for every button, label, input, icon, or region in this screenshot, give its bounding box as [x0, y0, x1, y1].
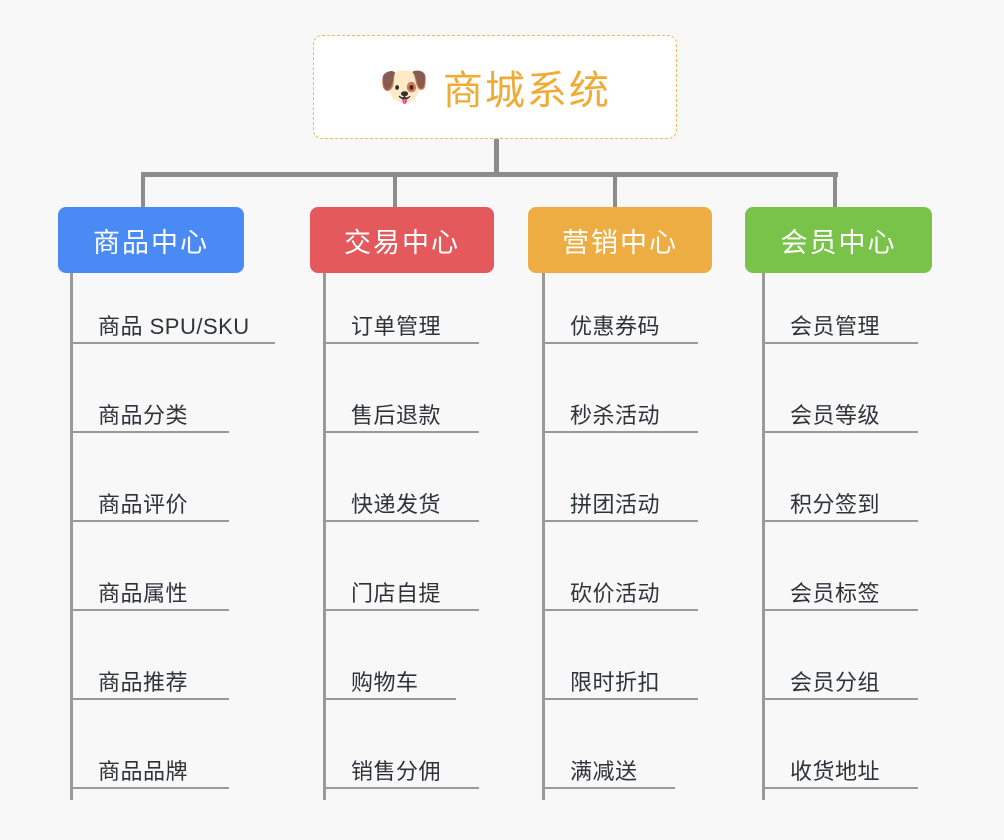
leaf-label: 满减送: [570, 758, 638, 784]
connector-horizontal-bus: [141, 172, 838, 177]
leaf-item[interactable]: 商品评价: [70, 466, 229, 522]
leaf-item[interactable]: 收货地址: [762, 733, 918, 789]
leaf-label: 订单管理: [351, 313, 442, 339]
column-spine-member: [762, 273, 765, 800]
leaf-label: 会员等级: [790, 402, 881, 428]
leaf-label: 销售分佣: [351, 758, 442, 784]
leaf-label: 会员分组: [790, 669, 881, 695]
column-header-label: 会员中心: [780, 227, 897, 258]
leaf-item[interactable]: 订单管理: [323, 288, 479, 344]
leaf-item[interactable]: 积分签到: [762, 466, 918, 522]
leaf-label: 砍价活动: [570, 580, 661, 606]
leaf-item[interactable]: 购物车: [323, 644, 456, 700]
leaf-label: 会员标签: [790, 580, 881, 606]
column-spine-marketing: [542, 273, 545, 800]
leaf-item[interactable]: 商品品牌: [70, 733, 229, 789]
column-spine-product: [70, 273, 73, 800]
connector-root-stem: [494, 139, 499, 176]
leaf-label: 拼团活动: [570, 491, 661, 517]
column-header-label: 营销中心: [562, 227, 678, 258]
leaf-item[interactable]: 限时折扣: [542, 644, 698, 700]
leaf-item[interactable]: 优惠券码: [542, 288, 698, 344]
leaf-label: 商品推荐: [98, 669, 189, 695]
connector-drop-4: [833, 172, 837, 208]
leaf-label: 商品 SPU/SKU: [98, 313, 250, 339]
root-node[interactable]: 🐶 商城系统: [313, 35, 677, 139]
leaf-label: 门店自提: [351, 580, 442, 606]
leaf-label: 购物车: [351, 669, 419, 695]
column-header-label: 商品中心: [93, 227, 209, 258]
leaf-item[interactable]: 快递发货: [323, 466, 479, 522]
root-title: 商城系统: [442, 69, 611, 113]
leaf-item[interactable]: 商品属性: [70, 555, 229, 611]
dog-face-icon: 🐶: [379, 65, 429, 109]
leaf-label: 优惠券码: [570, 313, 661, 339]
leaf-item[interactable]: 会员分组: [762, 644, 918, 700]
leaf-item[interactable]: 满减送: [542, 733, 675, 789]
leaf-label: 限时折扣: [570, 669, 661, 695]
leaf-label: 售后退款: [351, 402, 442, 428]
leaf-item[interactable]: 门店自提: [323, 555, 479, 611]
column-header-product[interactable]: 商品中心: [58, 207, 244, 273]
leaf-item[interactable]: 秒杀活动: [542, 377, 698, 433]
leaf-label: 商品属性: [98, 580, 189, 606]
leaf-label: 收货地址: [790, 758, 881, 784]
leaf-item[interactable]: 商品推荐: [70, 644, 229, 700]
leaf-label: 秒杀活动: [570, 402, 661, 428]
column-header-label: 交易中心: [344, 227, 460, 258]
leaf-item[interactable]: 会员标签: [762, 555, 918, 611]
leaf-label: 商品品牌: [98, 758, 189, 784]
leaf-item[interactable]: 会员等级: [762, 377, 918, 433]
column-spine-trade: [323, 273, 326, 800]
leaf-label: 会员管理: [790, 313, 881, 339]
column-header-trade[interactable]: 交易中心: [310, 207, 494, 273]
leaf-item[interactable]: 售后退款: [323, 377, 479, 433]
connector-drop-2: [393, 172, 397, 208]
leaf-label: 快递发货: [351, 491, 442, 517]
leaf-item[interactable]: 砍价活动: [542, 555, 698, 611]
leaf-item[interactable]: 商品 SPU/SKU: [70, 288, 275, 344]
leaf-label: 积分签到: [790, 491, 881, 517]
column-header-marketing[interactable]: 营销中心: [528, 207, 712, 273]
connector-drop-1: [141, 172, 145, 208]
leaf-label: 商品分类: [98, 402, 189, 428]
connector-drop-3: [613, 172, 617, 208]
leaf-label: 商品评价: [98, 491, 189, 517]
leaf-item[interactable]: 拼团活动: [542, 466, 698, 522]
leaf-item[interactable]: 商品分类: [70, 377, 229, 433]
leaf-item[interactable]: 销售分佣: [323, 733, 479, 789]
column-header-member[interactable]: 会员中心: [745, 207, 932, 273]
leaf-item[interactable]: 会员管理: [762, 288, 918, 344]
